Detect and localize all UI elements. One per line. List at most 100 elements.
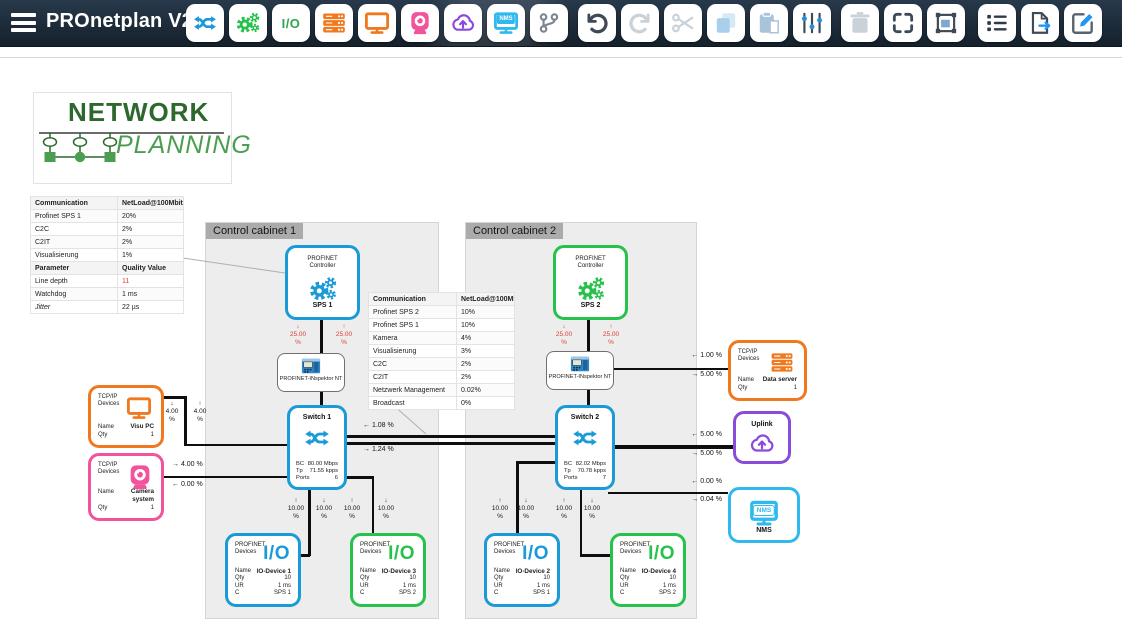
load-label-io1-up: ↑ 10.00 % <box>287 497 305 521</box>
link-switch2-iodevice4[interactable] <box>579 490 582 556</box>
link-switch2-nms[interactable] <box>608 491 728 494</box>
toolbar-add-server-button[interactable] <box>315 4 353 42</box>
link-switch2-uplink[interactable] <box>615 445 733 449</box>
table-header-cell: Communication <box>30 196 118 210</box>
node-profinet-inspektor-2[interactable]: PROFINET-INspektor NT <box>546 351 614 390</box>
node-type-label: PROFINET Devices <box>494 542 525 555</box>
load-label-trunk-rx: ← 1.08 % <box>363 422 394 429</box>
pc-monitor-icon <box>124 395 154 421</box>
node-type-label: TCP/IP Devices <box>98 462 120 475</box>
toolbar-add-camera-button[interactable] <box>401 4 439 42</box>
link-camera-switch1[interactable] <box>164 476 287 478</box>
table-header-cell: Parameter <box>30 261 118 275</box>
link-switch1-switch2[interactable] <box>347 442 555 445</box>
toolbar-select-area-button[interactable] <box>884 4 922 42</box>
toolbar-add-controller-button[interactable] <box>229 4 267 42</box>
node-name: Uplink <box>751 421 773 428</box>
toolbar-add-pc-button[interactable] <box>358 4 396 42</box>
link-visupc-switch1[interactable] <box>164 396 186 399</box>
node-name: PROFINET-INspektor NT <box>279 376 343 382</box>
table-header-cell: Communication <box>368 292 457 306</box>
toolbar-add-switch-button[interactable] <box>186 4 224 42</box>
link-switch2-iodevice2[interactable] <box>516 461 519 533</box>
link-switch1-iodevice1[interactable] <box>299 554 310 557</box>
node-nms[interactable]: NMS NMS <box>728 487 800 543</box>
load-label-dataserver-tx: → 5.00 % <box>691 371 722 378</box>
copy-icon <box>713 10 739 36</box>
toolbar-export-button[interactable] <box>1021 4 1059 42</box>
load-label-io2-down: ↓ 10.00 % <box>517 497 535 521</box>
link-switch1-switch2[interactable] <box>347 435 555 438</box>
link-switch2-iodevice4[interactable] <box>579 554 611 557</box>
frame-icon <box>933 10 959 36</box>
toolbar-add-nms-button[interactable]: NMS <box>487 4 525 42</box>
trash-icon <box>847 10 873 36</box>
link-visupc-switch1[interactable] <box>184 396 187 446</box>
link-switch1-iodevice3[interactable] <box>347 476 374 479</box>
load-label-camera-rx: ← 0.00 % <box>172 481 203 488</box>
io-text-icon: I/O <box>648 543 675 564</box>
toolbar-undo-button[interactable] <box>578 4 616 42</box>
toolbar-delete-button[interactable] <box>841 4 879 42</box>
load-label-io4-up: ↑ 10.00 % <box>555 497 573 521</box>
node-profinet-inspektor-1[interactable]: PROFINET-INspektor NT <box>277 353 345 392</box>
app-title: PROnetplan V2 <box>46 10 194 32</box>
load-label-trunk-tx: → 1.24 % <box>363 446 394 453</box>
toolbar-properties-button[interactable] <box>793 4 831 42</box>
monitor-icon <box>364 10 390 36</box>
node-sps1-controller[interactable]: PROFINET Controller SPS 1 <box>285 245 360 320</box>
toolbar-add-uplink-button[interactable] <box>444 4 482 42</box>
load-label-nms-tx: → 0.04 % <box>691 496 722 503</box>
node-type-label: PROFINET Devices <box>235 542 266 555</box>
toolbar-add-io-device-button[interactable]: I/O <box>272 4 310 42</box>
toolbar-edit-button[interactable] <box>1064 4 1102 42</box>
node-type-label: PROFINET Controller <box>307 256 338 269</box>
node-uplink[interactable]: Uplink <box>733 411 791 464</box>
toolbar-paste-button[interactable] <box>750 4 788 42</box>
link-switch2-iodevice2[interactable] <box>516 461 555 464</box>
load-label-io3-down: ↓ 10.00 % <box>377 497 395 521</box>
io-text-icon: I/O <box>281 15 301 31</box>
load-label-visu-down: ↓ 4.00 % <box>165 400 179 424</box>
toolbar-add-connection-button[interactable] <box>530 4 568 42</box>
menu-icon[interactable] <box>11 13 36 32</box>
cloud-upload-icon <box>745 430 779 457</box>
cloud-upload-icon <box>450 10 476 36</box>
node-name: SPS 2 <box>580 302 601 309</box>
link-visupc-switch1[interactable] <box>184 443 287 446</box>
load-label-visu-up: ↑ 4.00 % <box>193 400 207 424</box>
node-name: Switch 1 <box>302 414 332 421</box>
table-header-cell: Quality Value <box>117 261 184 275</box>
gears-icon <box>235 10 261 36</box>
gears-icon <box>573 274 609 304</box>
toolbar-redo-button[interactable] <box>621 4 659 42</box>
shuffle-icon <box>570 426 600 450</box>
scissors-icon <box>670 10 696 36</box>
server-icon <box>767 350 797 375</box>
link-switch1-iodevice1[interactable] <box>308 490 311 556</box>
node-sps2-controller[interactable]: PROFINET Controller SPS 2 <box>553 245 628 320</box>
link-switch1-iodevice3[interactable] <box>371 476 374 533</box>
link-inspektor2-dataserver[interactable] <box>613 367 728 370</box>
toolbar-cut-button[interactable] <box>664 4 702 42</box>
node-name: SPS 1 <box>312 302 333 309</box>
toolbar-report-list-button[interactable] <box>978 4 1016 42</box>
network-planning-logo: NETWORK PLANNING <box>33 92 251 184</box>
io-text-icon: I/O <box>388 543 415 564</box>
toolbar-copy-button[interactable] <box>707 4 745 42</box>
list-icon <box>984 10 1010 36</box>
toolbar-fit-frame-button[interactable] <box>927 4 965 42</box>
undo-icon <box>584 10 610 36</box>
load-label-uplink-tx: → 5.00 % <box>691 450 722 457</box>
